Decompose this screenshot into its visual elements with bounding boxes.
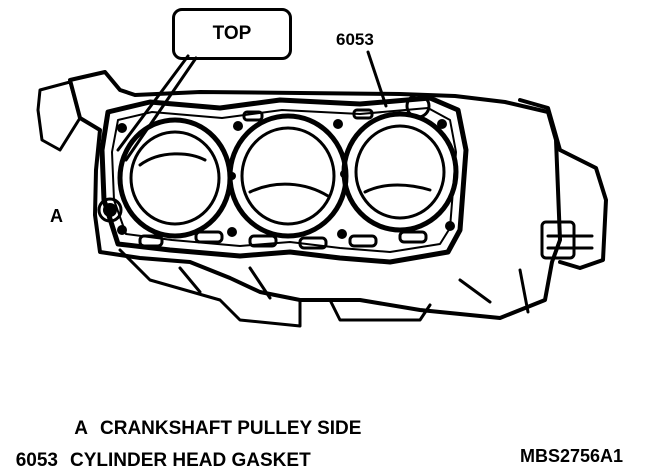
legend-description: CRANKSHAFT PULLEY SIDE	[100, 418, 362, 439]
engine-block-outline	[68, 70, 562, 320]
left-boss	[36, 80, 82, 152]
lower-structure	[118, 248, 432, 328]
cylinder-bore-2	[227, 113, 349, 239]
cylinder-bore-1	[117, 117, 233, 239]
right-bracket-plate	[540, 220, 576, 260]
legend-key: A	[74, 418, 88, 439]
part-leader-line	[366, 50, 388, 108]
dowel-ring	[405, 93, 431, 119]
bolt-holes	[103, 119, 455, 239]
top-callout-label: TOP	[172, 8, 292, 60]
part-number-label: 6053	[336, 30, 374, 49]
legend-description: CYLINDER HEAD GASKET	[70, 450, 311, 471]
side-marker-label: A	[50, 206, 63, 226]
cylinder-bore-3	[341, 111, 459, 233]
gasket-inner-edge	[111, 107, 457, 253]
legend-item-a: A CRANKSHAFT PULLEY SIDE	[36, 418, 361, 440]
legend-key: 6053	[15, 450, 58, 471]
legend-item-6053: 6053 CYLINDER HEAD GASKET	[6, 450, 311, 472]
top-leader-line	[124, 56, 198, 162]
gasket-outline	[99, 95, 469, 265]
figure-id: MBS2756A1	[520, 446, 624, 466]
right-bracket	[518, 98, 608, 270]
lower-rib	[178, 266, 530, 314]
gasket-passages	[138, 108, 428, 250]
